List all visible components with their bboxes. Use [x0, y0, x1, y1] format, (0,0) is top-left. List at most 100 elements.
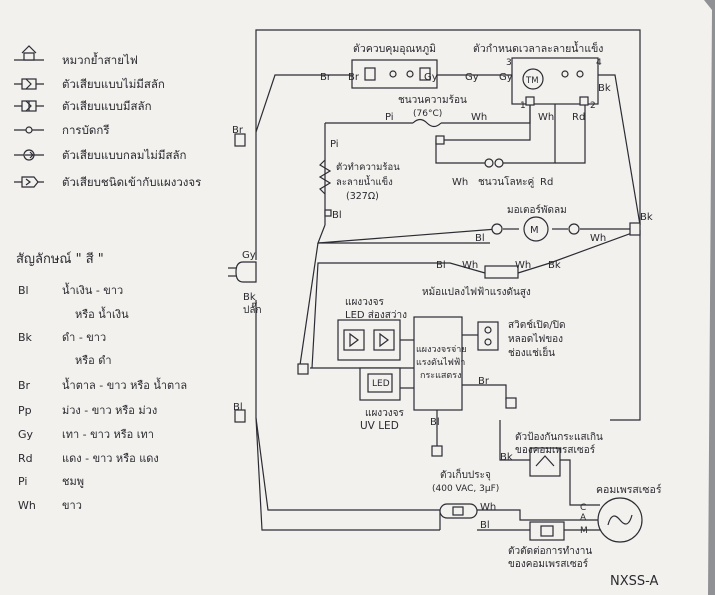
- door-switch: สวิตช์เปิด/ปิด หลอดไฟของ ช่องแช่เย็น: [477, 319, 565, 359]
- wire-label: Bl: [332, 210, 342, 221]
- defrost-timer: TM ตัวกำหนดเวลาละลายน้ำแข็ง 3 4 1 2: [473, 41, 603, 111]
- start-relay: ตัวตัดต่อการทำงาน ของคอมเพรสเซอร์: [508, 521, 592, 570]
- wire-cap-icon: [297, 363, 309, 375]
- fuse-label: ชนวนความร้อน: [398, 94, 467, 106]
- relay-label-2: ของคอมเพรสเซอร์: [508, 558, 589, 570]
- wire-label: Br: [348, 72, 360, 83]
- wire-cap-icon: [629, 222, 641, 236]
- fan-motor: M มอเตอร์พัดลม: [491, 204, 580, 242]
- wire-label: Bk: [500, 452, 513, 463]
- wire-label: Wh: [471, 112, 487, 123]
- color-code: Wh: [18, 499, 36, 512]
- wire-label: Bl: [430, 417, 440, 428]
- wire-label: Bl: [233, 402, 243, 413]
- wire-label: Rd: [540, 177, 553, 188]
- heater-label: ตัวทำความร้อน: [336, 162, 400, 173]
- color-code: Pp: [18, 404, 32, 417]
- color-desc: น้ำตาล - ขาว หรือ น้ำตาล: [62, 377, 187, 392]
- color-legend: สัญลักษณ์ " สี " Bl น้ำเงิน - ขาว หรือ น…: [16, 251, 187, 512]
- uv-led-board: LED แผงวงจร UV LED: [359, 367, 405, 432]
- terminal-c: C: [580, 503, 586, 513]
- legend-label-crimp: การบัดกรี: [62, 123, 110, 137]
- color-code: Bl: [18, 284, 29, 297]
- wire-label: Bk: [548, 260, 561, 271]
- model-number: NXSS-A: [610, 574, 659, 589]
- defrost-heater: ตัวทำความร้อน ละลายน้ำแข็ง (327Ω): [318, 159, 400, 202]
- thermostat: ตัวควบคุมอุณหภูมิ: [351, 43, 438, 89]
- overload-protector: ตัวป้องกันกระแสเกิน ของคอมเพรสเซอร์: [515, 431, 603, 477]
- wire-label: Bk: [598, 83, 611, 94]
- wire-label: Wh: [538, 112, 554, 123]
- dc-power-board: แผงวงจรจ่าย แรงดันไฟฟ้า กระแสตรง: [413, 316, 467, 411]
- capacitor-label: ตัวเก็บประจุ: [440, 467, 491, 481]
- wire-label: Br: [478, 376, 490, 387]
- uv-led-chip: LED: [372, 379, 390, 389]
- color-desc: แดง - ขาว หรือ แดง: [62, 452, 159, 465]
- color-code: Rd: [18, 452, 33, 465]
- power-board-label-2: แรงดันไฟฟ้า: [416, 357, 465, 368]
- terminal-a: A: [580, 513, 587, 523]
- thermal-fuse: ชนวนความร้อน (76°C): [398, 94, 467, 128]
- wire-cap-icon: [324, 209, 332, 217]
- connector-lock-icon: [14, 100, 44, 112]
- wire-label: Bk: [640, 212, 653, 223]
- led-board: แผงวงจร LED ส่องสว่าง: [337, 297, 407, 361]
- wire-label: Bl: [436, 260, 446, 271]
- wire-cap-icon: [14, 45, 44, 61]
- fuse-temp: (76°C): [413, 109, 442, 119]
- defrost-timer-label: ตัวกำหนดเวลาละลายน้ำแข็ง: [473, 41, 603, 55]
- terminal-3: 3: [506, 58, 512, 68]
- round-connector-icon: [14, 149, 44, 161]
- wire-label: Gy: [465, 72, 479, 83]
- color-code: Pi: [18, 475, 27, 488]
- wire-nodes: [234, 133, 641, 457]
- fan-motor-label: มอเตอร์พัดลม: [507, 204, 567, 216]
- heater-resistance: (327Ω): [346, 191, 379, 202]
- wire-labels: Br Br Gy Gy Gy Bk Pi Wh Pi Wh Rd Wh Rd B…: [232, 72, 653, 531]
- connector-no-lock-icon: [14, 78, 44, 90]
- color-desc: เทา - ขาว หรือ เทา: [62, 428, 154, 441]
- capacitor-spec: (400 VAC, 3µF): [432, 484, 499, 494]
- wire-label: Wh: [462, 260, 478, 271]
- legend-label-wire-cap: หมวกย้ำสายไฟ: [62, 52, 138, 67]
- wire-label: Pi: [330, 139, 339, 150]
- wire-label: Gy: [424, 72, 438, 83]
- power-board-label: แผงวงจรจ่าย: [416, 345, 467, 355]
- power-plug: ปลั๊ก: [228, 261, 262, 316]
- thermostat-label: ตัวควบคุมอุณหภูมิ: [353, 43, 436, 55]
- color-code: Br: [18, 379, 31, 392]
- color-desc: ดำ - ขาว: [62, 331, 106, 344]
- color-desc: หรือ ดำ: [75, 354, 112, 367]
- led-board-label-2: LED ส่องสว่าง: [345, 310, 407, 321]
- plug-label: ปลั๊ก: [243, 302, 262, 316]
- timer-motor-symbol: TM: [525, 76, 539, 86]
- color-desc: ม่วง - ขาว หรือ ม่วง: [62, 404, 157, 417]
- door-switch-label-2: หลอดไฟของ: [508, 333, 563, 345]
- hv-transformer: หม้อแปลงไฟฟ้าแรงดันสูง: [422, 265, 531, 298]
- bimetal-label: ชนวนโลหะคู่: [478, 175, 534, 188]
- led-board-label: แผงวงจร: [345, 297, 385, 308]
- wire-label: Bk: [243, 292, 256, 303]
- compressor-label: คอมเพรสเซอร์: [596, 483, 662, 496]
- power-board-label-3: กระแสตรง: [420, 371, 461, 381]
- compressor: คอมเพรสเซอร์ C A M: [580, 483, 662, 543]
- wire-cap-icon: [431, 445, 443, 457]
- overload-label-2: ของคอมเพรสเซอร์: [515, 444, 596, 456]
- wire-label: Wh: [480, 502, 496, 513]
- color-legend-title: สัญลักษณ์ " สี ": [16, 251, 104, 267]
- terminal-2: 2: [590, 101, 596, 111]
- wire-label: Pi: [385, 112, 394, 123]
- terminal-4: 4: [596, 58, 602, 68]
- wire-label: Gy: [499, 72, 513, 83]
- bimetal: ชนวนโลหะคู่: [478, 158, 534, 188]
- overload-label: ตัวป้องกันกระแสเกิน: [515, 431, 603, 443]
- uv-board-label: แผงวงจร: [365, 408, 405, 419]
- transformer-label: หม้อแปลงไฟฟ้าแรงดันสูง: [422, 286, 531, 298]
- color-desc: หรือ น้ำเงิน: [75, 306, 129, 321]
- color-desc: ขาว: [62, 499, 82, 512]
- wire-label: Wh: [590, 233, 606, 244]
- uv-board-label-2: UV LED: [360, 420, 399, 432]
- crimp-icon: [14, 126, 44, 134]
- door-switch-label-3: ช่องแช่เย็น: [508, 345, 555, 359]
